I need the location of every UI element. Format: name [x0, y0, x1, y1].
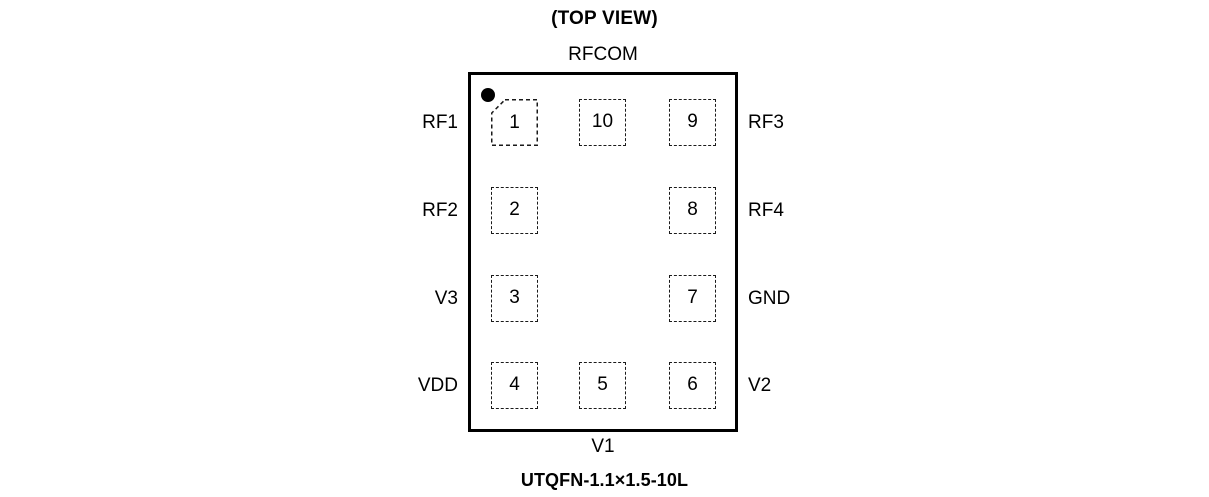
signal-label-rf1: RF1 — [422, 111, 458, 133]
pin-pad-number-1: 1 — [509, 112, 520, 133]
bottom-pin-label-v1: V1 — [591, 436, 615, 457]
package-caption: UTQFN-1.1×1.5-10L — [520, 470, 689, 490]
signal-label-rf2: RF2 — [422, 199, 458, 221]
signal-label-gnd: GND — [748, 287, 791, 309]
signal-label-rf4: RF4 — [748, 199, 784, 221]
pin-pad-8: 8 — [669, 187, 716, 234]
view-title: (TOP VIEW) — [551, 8, 658, 29]
signal-label-vdd: VDD — [417, 374, 458, 396]
pin1-chamfer-shape — [491, 99, 538, 146]
signal-label-v2: V2 — [748, 374, 772, 396]
top-pin-label-rfcom: RFCOM — [568, 44, 638, 65]
signal-label-rf3: RF3 — [748, 111, 784, 133]
pin-pad-3: 3 — [491, 275, 538, 322]
pin1-orientation-dot — [481, 88, 495, 102]
pin-pad-7: 7 — [669, 275, 716, 322]
pin-pad-4: 4 — [491, 362, 538, 409]
pin-pad-2: 2 — [491, 187, 538, 234]
pin-pad-1: 1 — [491, 99, 538, 146]
pin-pad-5: 5 — [579, 362, 626, 409]
pin-pad-10: 10 — [579, 99, 626, 146]
pin-pad-9: 9 — [669, 99, 716, 146]
pin-pad-6: 6 — [669, 362, 716, 409]
signal-label-v3: V3 — [434, 287, 458, 309]
